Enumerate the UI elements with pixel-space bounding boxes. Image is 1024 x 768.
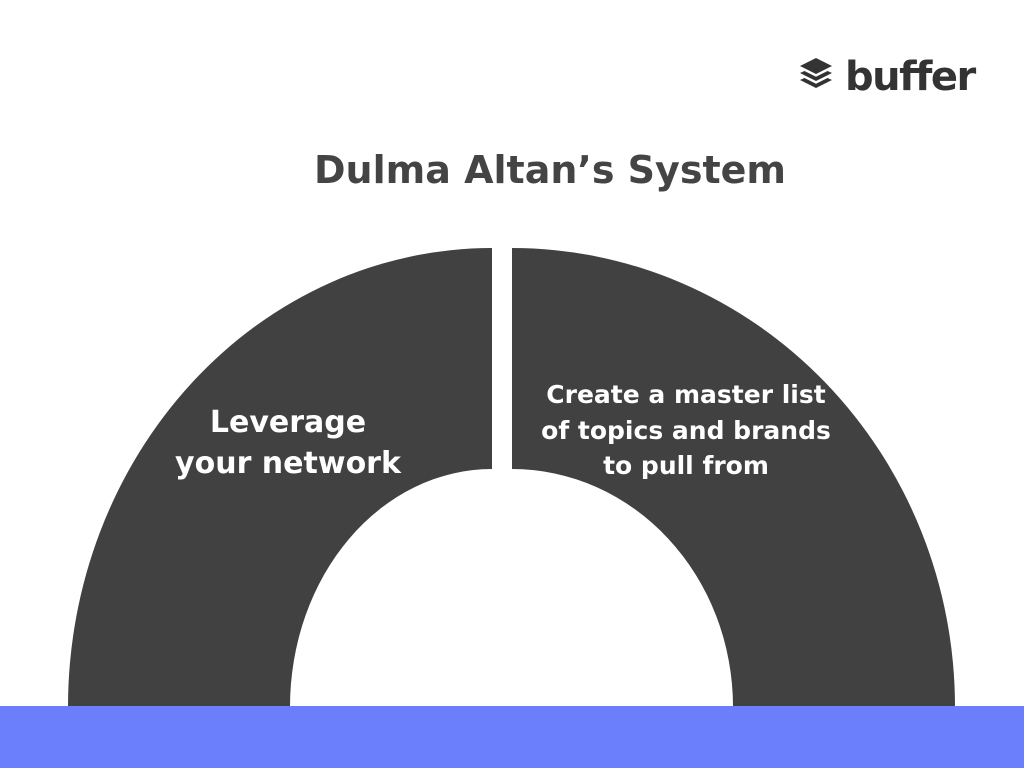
- page-title: Dulma Altan’s System: [314, 148, 786, 192]
- segment-left: [68, 248, 492, 707]
- buffer-logo: buffer: [797, 54, 976, 100]
- bottom-accent-bar: [0, 706, 1024, 768]
- segment-left-label-line2: your network: [175, 446, 401, 481]
- segment-right-label-line1: Create a master list: [546, 380, 826, 409]
- segment-right: [512, 248, 955, 707]
- segment-right-label: Create a master list of topics and brand…: [526, 377, 846, 484]
- segment-left-label-line1: Leverage: [209, 405, 367, 440]
- segment-left-label: Leverage your network: [158, 402, 418, 484]
- segment-right-label-line3: to pull from: [603, 451, 769, 480]
- segment-right-label-line2: of topics and brands: [541, 415, 831, 445]
- stacked-layers-icon: [797, 56, 835, 98]
- logo-wordmark: buffer: [845, 54, 976, 100]
